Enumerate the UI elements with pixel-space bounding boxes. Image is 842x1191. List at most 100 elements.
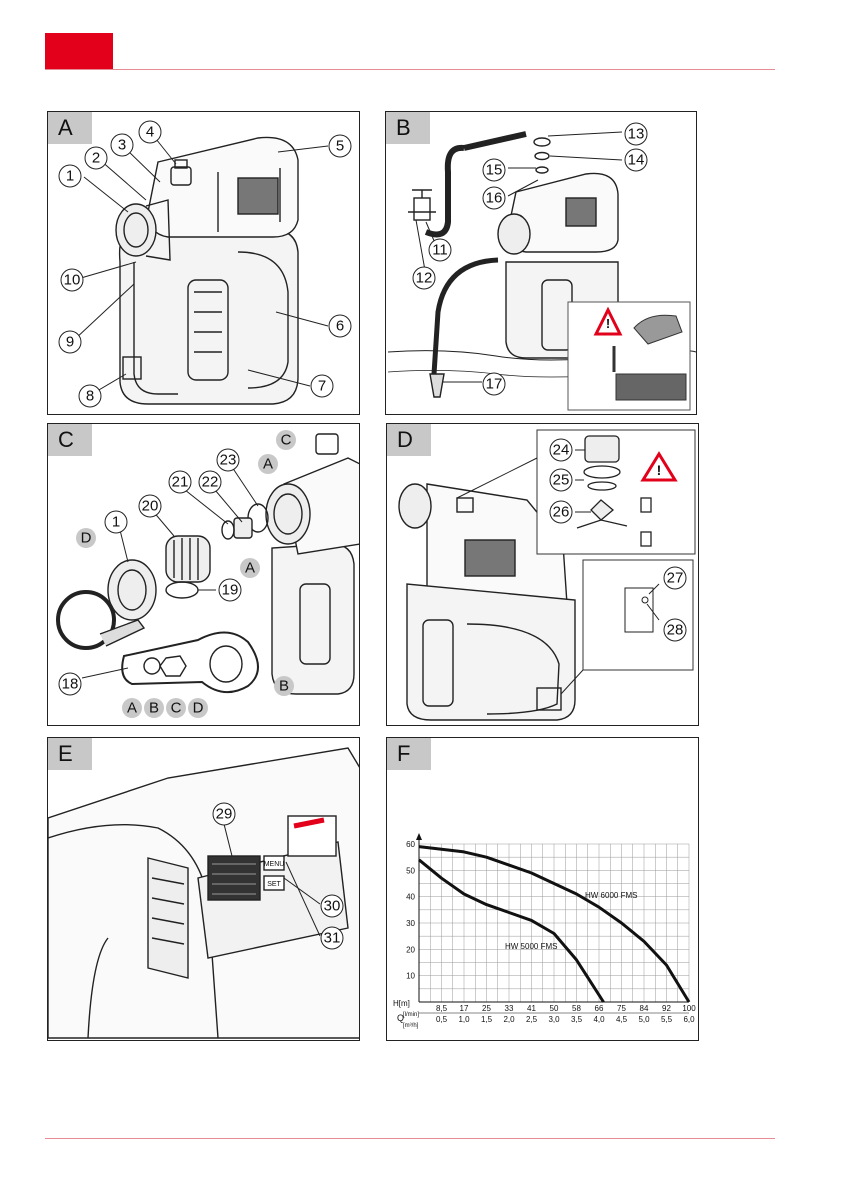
callout-4: 4 — [139, 121, 161, 143]
marker-c-top: C — [276, 430, 296, 450]
pump-illustration-a: 1 2 3 4 5 6 7 8 9 10 — [48, 112, 360, 415]
svg-text:D: D — [81, 530, 92, 547]
svg-text:20: 20 — [142, 498, 159, 515]
marker-d-left: D — [188, 698, 208, 718]
figure-panel-e: MENU SET 29 30 31 E — [47, 737, 360, 1041]
svg-text:D: D — [193, 700, 204, 717]
svg-text:1: 1 — [112, 514, 120, 531]
callout-7: 7 — [311, 375, 333, 397]
x-tick-label-lmin: 100 — [682, 1004, 696, 1013]
svg-text:26: 26 — [553, 504, 570, 521]
svg-text:A: A — [245, 560, 255, 577]
callout-31: 31 — [321, 927, 343, 949]
svg-text:7: 7 — [318, 378, 326, 395]
callout-18: 18 — [59, 673, 81, 695]
bottom-rule — [45, 1138, 775, 1139]
svg-text:29: 29 — [216, 806, 233, 823]
panel-label-b: B — [386, 112, 430, 144]
callout-21: 21 — [169, 471, 191, 493]
callout-1: 1 — [105, 511, 127, 533]
callout-16: 16 — [483, 187, 505, 209]
pump-illustration-b: ! 11 12 13 14 15 16 17 — [386, 112, 697, 415]
callout-30: 30 — [321, 895, 343, 917]
callout-14: 14 — [625, 149, 647, 171]
svg-text:3: 3 — [118, 137, 126, 154]
callout-12: 12 — [413, 267, 435, 289]
svg-text:C: C — [281, 432, 292, 449]
svg-text:!: ! — [606, 316, 610, 331]
y-axis-arrow — [416, 833, 422, 840]
panel-label-c: C — [48, 424, 92, 456]
panel-label-a: A — [48, 112, 92, 144]
callout-6: 6 — [329, 315, 351, 337]
svg-text:14: 14 — [628, 152, 645, 169]
callout-24: 24 — [550, 439, 572, 461]
set-button-label: SET — [267, 881, 281, 888]
svg-text:16: 16 — [486, 190, 503, 207]
callout-13: 13 — [625, 123, 647, 145]
x-tick-label-lmin: 17 — [460, 1004, 469, 1013]
header-red-block — [45, 33, 113, 69]
x-tick-label-lmin: 92 — [662, 1004, 671, 1013]
svg-text:1: 1 — [66, 168, 74, 185]
x-unit-m3h: [m³/h] — [403, 1023, 419, 1029]
pump-illustration-c: 1 18 19 20 21 22 23 A B C D A A C D B — [48, 424, 360, 726]
svg-text:17: 17 — [486, 376, 503, 393]
y-axis-label: H[m] — [393, 999, 410, 1008]
x-tick-label-lmin: 66 — [595, 1004, 604, 1013]
callout-10: 10 — [61, 269, 83, 291]
x-tick-label-m3h: 5,5 — [661, 1015, 673, 1024]
callout-19: 19 — [219, 579, 241, 601]
marker-b-left: B — [144, 698, 164, 718]
x-tick-label-m3h: 1,0 — [458, 1015, 470, 1024]
x-tick-label-m3h: 1,5 — [481, 1015, 493, 1024]
callout-23: 23 — [217, 449, 239, 471]
y-tick-label: 40 — [406, 893, 415, 902]
x-tick-label-lmin: 33 — [505, 1004, 514, 1013]
callout-11: 11 — [429, 239, 451, 261]
svg-text:5: 5 — [336, 138, 344, 155]
svg-text:21: 21 — [172, 474, 189, 491]
x-tick-label-m3h: 0,5 — [436, 1015, 448, 1024]
svg-text:25: 25 — [553, 472, 570, 489]
svg-text:10: 10 — [64, 272, 81, 289]
series-label-hw5000: HW 5000 FMS — [505, 942, 557, 951]
y-tick-label: 60 — [406, 840, 415, 849]
pump-illustration-d: ! 24 25 26 27 28 — [387, 424, 699, 726]
x-tick-label-lmin: 8,5 — [436, 1004, 448, 1013]
svg-text:2: 2 — [92, 150, 100, 167]
callout-17: 17 — [483, 373, 505, 395]
marker-d-cap: D — [76, 528, 96, 548]
marker-a-top: A — [258, 454, 278, 474]
x-tick-label-m3h: 3,0 — [548, 1015, 560, 1024]
marker-a-mid: A — [240, 558, 260, 578]
callout-9: 9 — [59, 331, 81, 353]
svg-text:31: 31 — [324, 930, 341, 947]
x-tick-label-lmin: 25 — [482, 1004, 491, 1013]
control-panel-illustration-e: MENU SET 29 30 31 — [48, 738, 360, 1041]
callout-3: 3 — [111, 134, 133, 156]
x-tick-label-m3h: 3,5 — [571, 1015, 583, 1024]
y-tick-label: 10 — [406, 972, 415, 981]
top-rule — [45, 69, 775, 70]
svg-text:13: 13 — [628, 126, 645, 143]
callout-2: 2 — [85, 147, 107, 169]
svg-text:22: 22 — [202, 474, 219, 491]
svg-text:A: A — [263, 456, 273, 473]
x-tick-label-m3h: 2,0 — [503, 1015, 515, 1024]
svg-text:28: 28 — [667, 622, 684, 639]
callout-28: 28 — [664, 619, 686, 641]
x-unit-lmin: [l/min] — [403, 1012, 419, 1018]
panel-label-f: F — [387, 738, 431, 770]
marker-c-left: C — [166, 698, 186, 718]
y-tick-label: 50 — [406, 866, 415, 875]
svg-text:4: 4 — [146, 124, 154, 141]
figure-panel-f: 102030405060 8,5172533415058667584921000… — [386, 737, 699, 1041]
callout-29: 29 — [213, 803, 235, 825]
figure-panel-b: ! 11 12 13 14 15 16 17 B — [385, 111, 697, 415]
y-tick-label: 20 — [406, 945, 415, 954]
x-tick-label-m3h: 4,5 — [616, 1015, 628, 1024]
